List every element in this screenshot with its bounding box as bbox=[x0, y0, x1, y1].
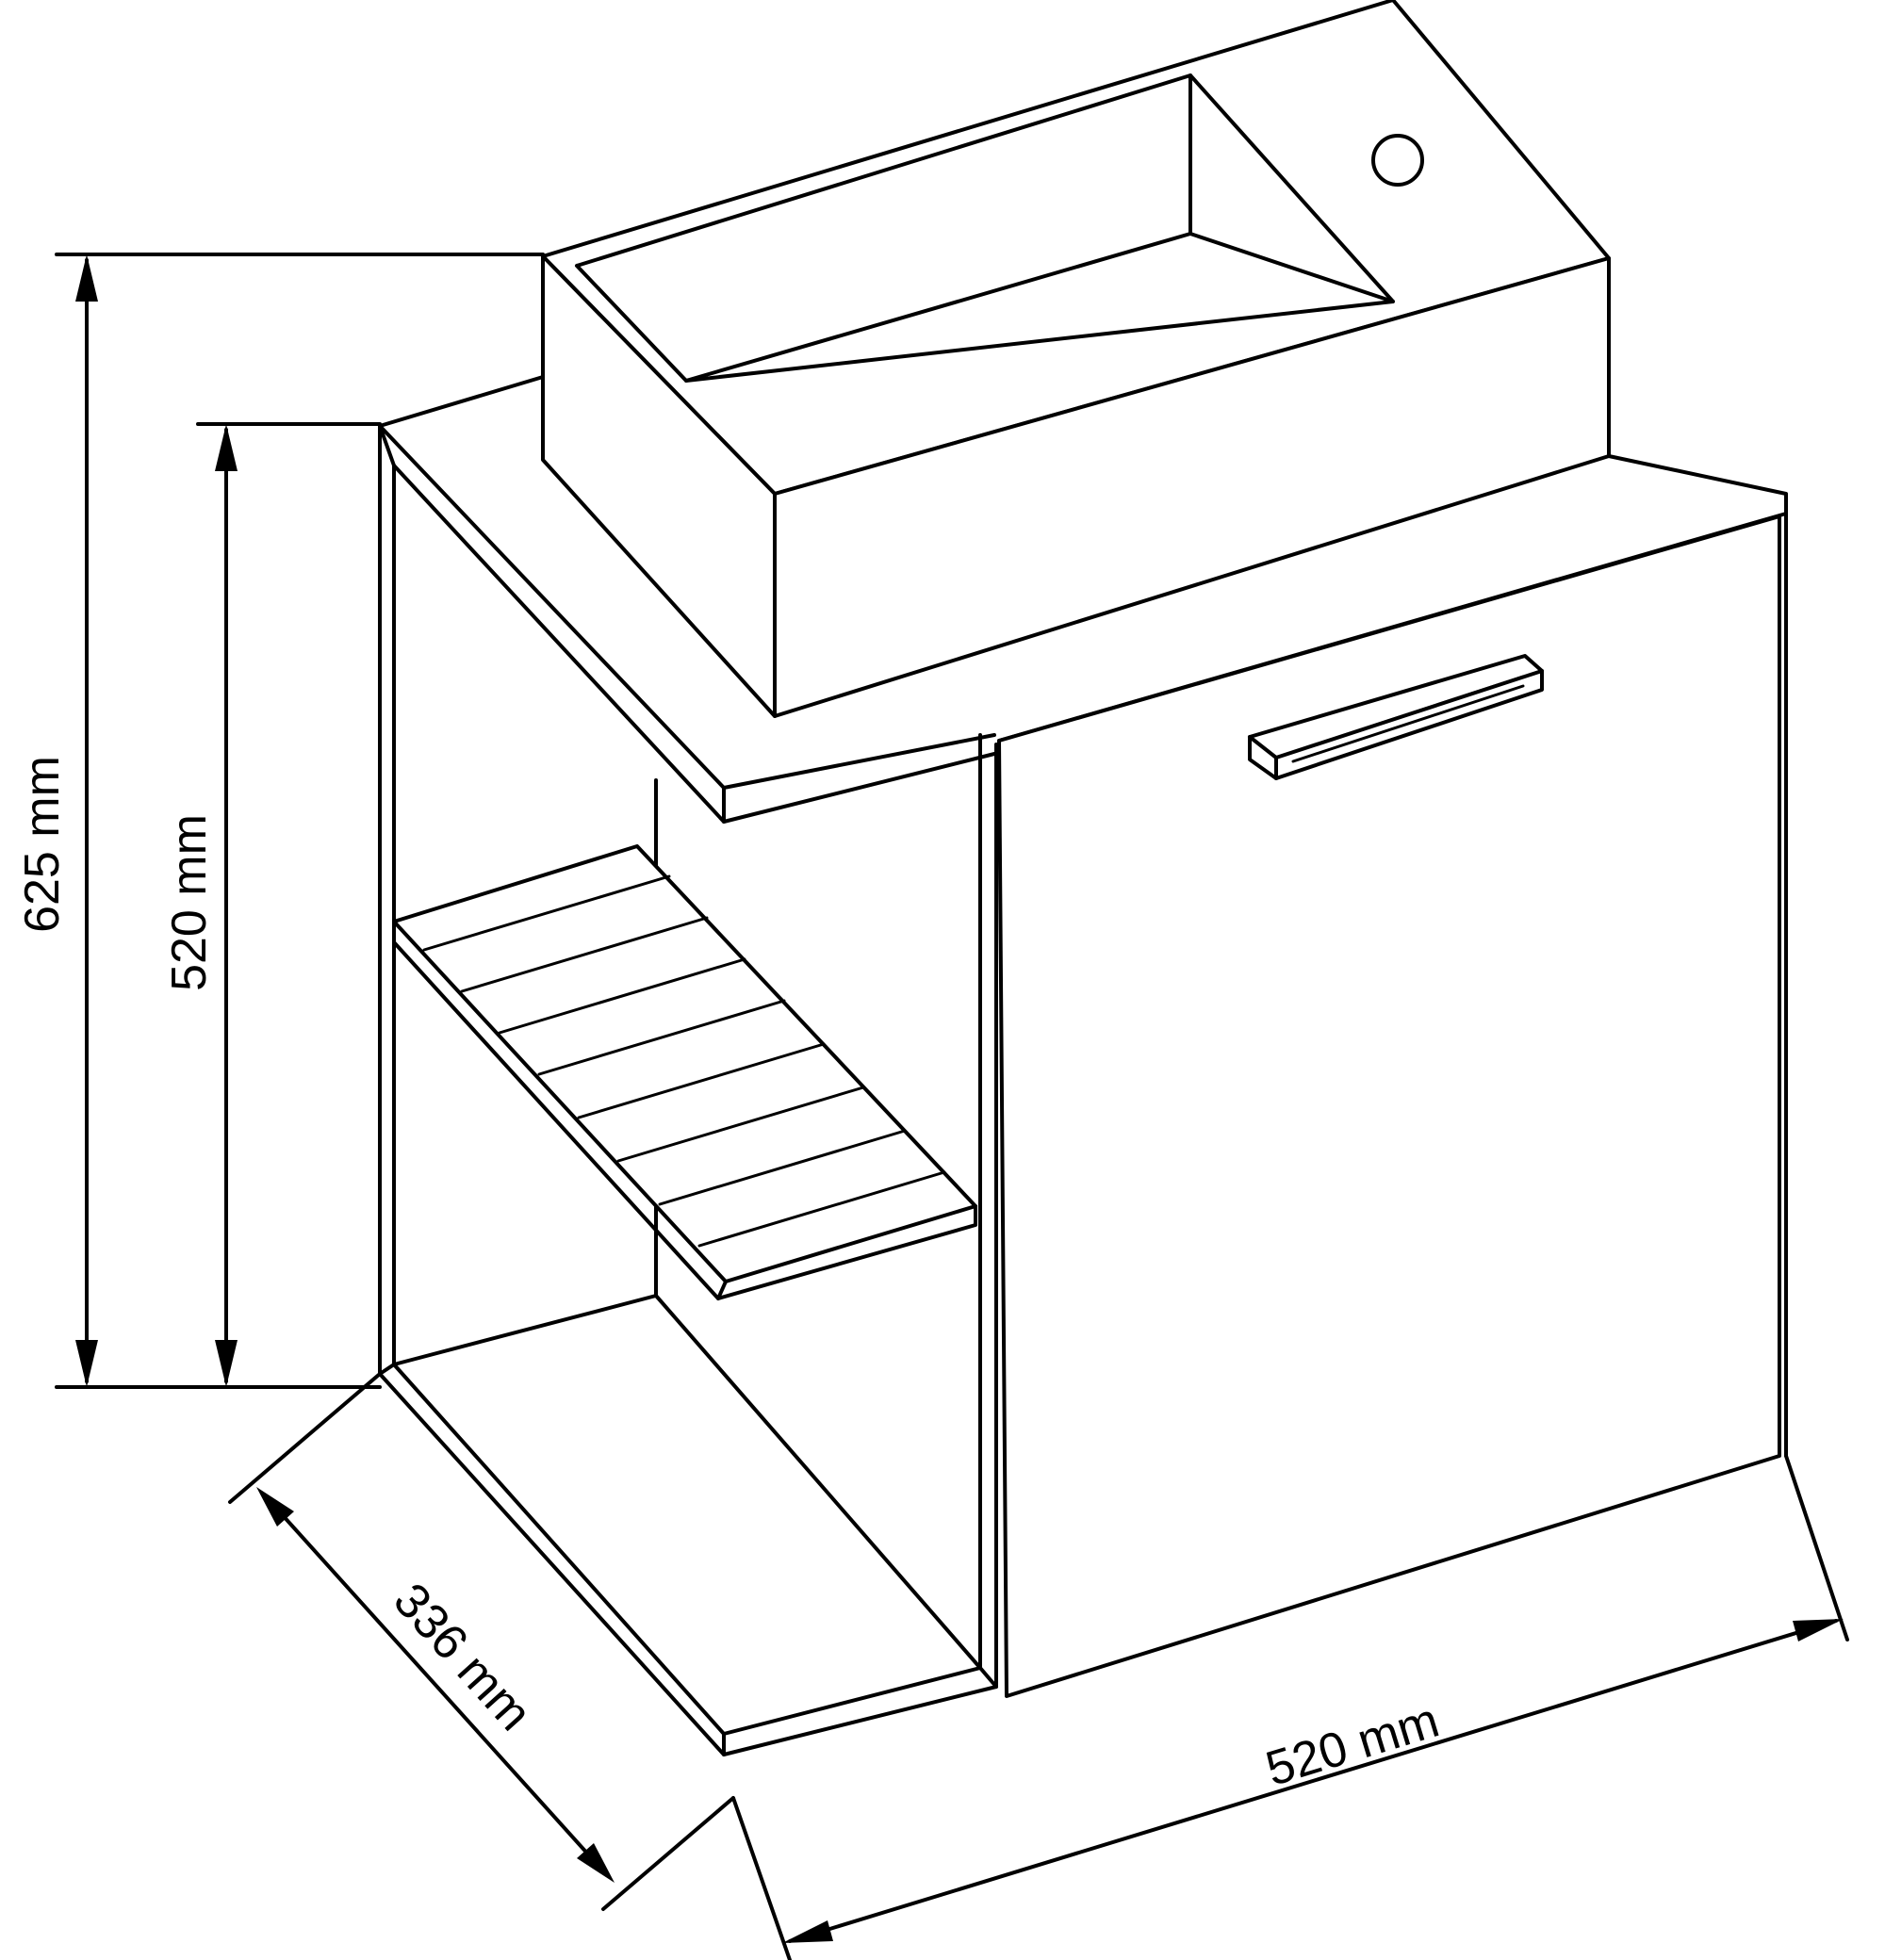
bowl-floor-right bbox=[1188, 232, 1395, 303]
shelf-corner bbox=[716, 1280, 728, 1300]
shelf-outline bbox=[392, 844, 977, 1283]
cabinet-height-label: 520 mm bbox=[162, 814, 217, 991]
tap-hole-icon bbox=[1371, 134, 1424, 187]
bottom-panel-inner bbox=[392, 1294, 982, 1736]
countertop-top-edge bbox=[378, 375, 996, 790]
slatted-shelf bbox=[392, 844, 977, 1300]
dimension-cabinet-height: 520 mm bbox=[162, 422, 382, 1387]
left-side-panel bbox=[378, 424, 396, 1376]
dimension-depth: 336 mm bbox=[228, 1372, 735, 1911]
door-handle bbox=[1248, 654, 1544, 780]
door-panel bbox=[997, 514, 1781, 1698]
dimension-total-height: 625 mm bbox=[15, 253, 545, 1389]
bowl-floor-front bbox=[684, 232, 1192, 383]
washbasin bbox=[541, 0, 1611, 718]
countertop-front-edge bbox=[378, 424, 996, 824]
compartment-divider bbox=[978, 733, 998, 1689]
width-label: 520 mm bbox=[1260, 1693, 1446, 1797]
cabinet-door bbox=[997, 512, 1788, 1698]
shelf-slats bbox=[422, 874, 946, 1248]
total-height-label: 625 mm bbox=[15, 756, 70, 933]
